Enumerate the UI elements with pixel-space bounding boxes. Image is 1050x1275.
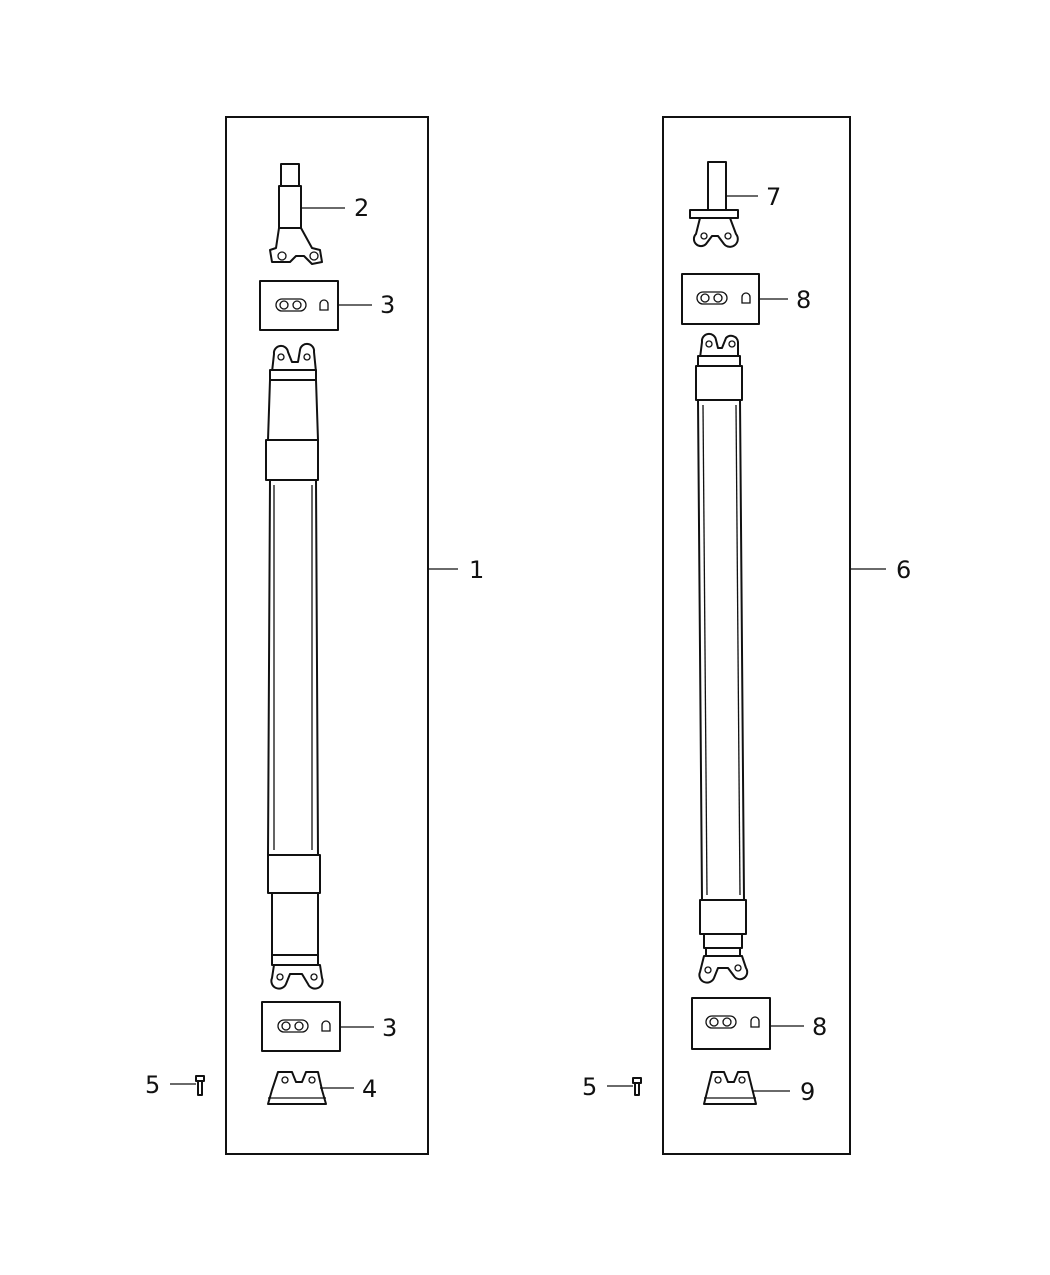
callout-3-upper: 3 <box>380 291 395 319</box>
propeller-shaft-right <box>695 332 749 984</box>
callout-8-lower: 8 <box>812 1013 827 1041</box>
callout-3-lower: 3 <box>382 1014 397 1042</box>
u-joint-kit-part-8-lower <box>691 997 771 1050</box>
callout-8-upper: 8 <box>796 286 811 314</box>
assembly-frame-right <box>662 116 851 1155</box>
u-joint-kit-part-3-lower <box>261 1001 341 1052</box>
callout-6: 6 <box>896 556 911 584</box>
callout-1: 1 <box>469 556 484 584</box>
callout-4: 4 <box>362 1075 377 1103</box>
bolt-part-5-right <box>632 1077 642 1096</box>
callout-9: 9 <box>800 1078 815 1106</box>
u-joint-kit-part-8-upper <box>681 273 760 325</box>
callout-5-right: 5 <box>582 1073 597 1101</box>
slip-yoke-part-2 <box>269 163 323 265</box>
callout-2: 2 <box>354 194 369 222</box>
bolt-part-5-left <box>195 1075 205 1096</box>
flange-yoke-part-4 <box>267 1071 327 1105</box>
assembly-frame-left <box>225 116 429 1155</box>
callout-7: 7 <box>766 183 781 211</box>
callout-5-left: 5 <box>145 1071 160 1099</box>
propeller-shaft-left <box>265 342 324 990</box>
flange-yoke-part-9 <box>703 1071 757 1105</box>
u-joint-kit-part-3-upper <box>259 280 339 331</box>
flange-yoke-part-7 <box>689 161 739 248</box>
